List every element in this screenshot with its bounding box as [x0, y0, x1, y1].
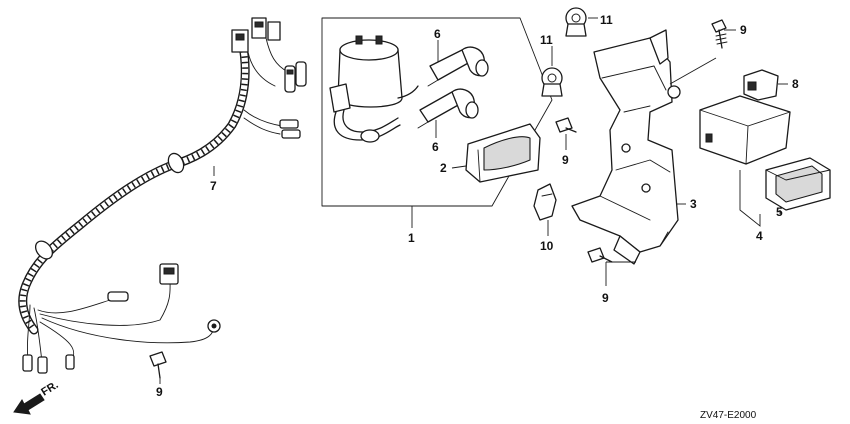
callout-6-upper: 6: [434, 27, 441, 41]
callout-3: 3: [690, 197, 697, 211]
callout-4: 4: [756, 229, 763, 243]
callout-5: 5: [776, 205, 783, 219]
ignition-coil: [329, 35, 419, 143]
ignition-bracket: [571, 29, 681, 265]
callout-11-top: 11: [600, 13, 613, 27]
cdi-rubber-mount: [765, 157, 831, 211]
coil-holder: [465, 123, 541, 183]
callout-11-left: 11: [540, 33, 553, 47]
callout-9-bracket: 9: [602, 291, 609, 305]
cable-clip: [533, 183, 557, 221]
diagram-code: ZV47-E2000: [700, 410, 757, 421]
relay: [743, 69, 779, 101]
spark-plug-caps: [417, 46, 489, 129]
callout-9-harness: 9: [156, 385, 163, 399]
callout-numbers: 1 2 3 4 5 6 6 7 8 9 9 9 9 10 11 11: [156, 13, 799, 399]
callout-6-lower: 6: [432, 140, 439, 154]
callout-10: 10: [540, 239, 554, 253]
bolts: [149, 19, 728, 379]
callout-7: 7: [210, 179, 217, 193]
front-direction-indicator: FR.: [13, 379, 61, 415]
leader-lines: [159, 17, 788, 384]
callout-9-middle: 9: [562, 153, 569, 167]
callout-8: 8: [792, 77, 799, 91]
cdi-unit: [699, 95, 791, 165]
wire-harness: [18, 17, 307, 374]
callout-1: 1: [408, 231, 415, 245]
callout-9-top: 9: [740, 23, 747, 37]
front-arrow-icon: [13, 393, 45, 415]
wire-clamps: [541, 7, 587, 97]
callout-2: 2: [440, 161, 447, 175]
front-label: FR.: [39, 379, 60, 399]
